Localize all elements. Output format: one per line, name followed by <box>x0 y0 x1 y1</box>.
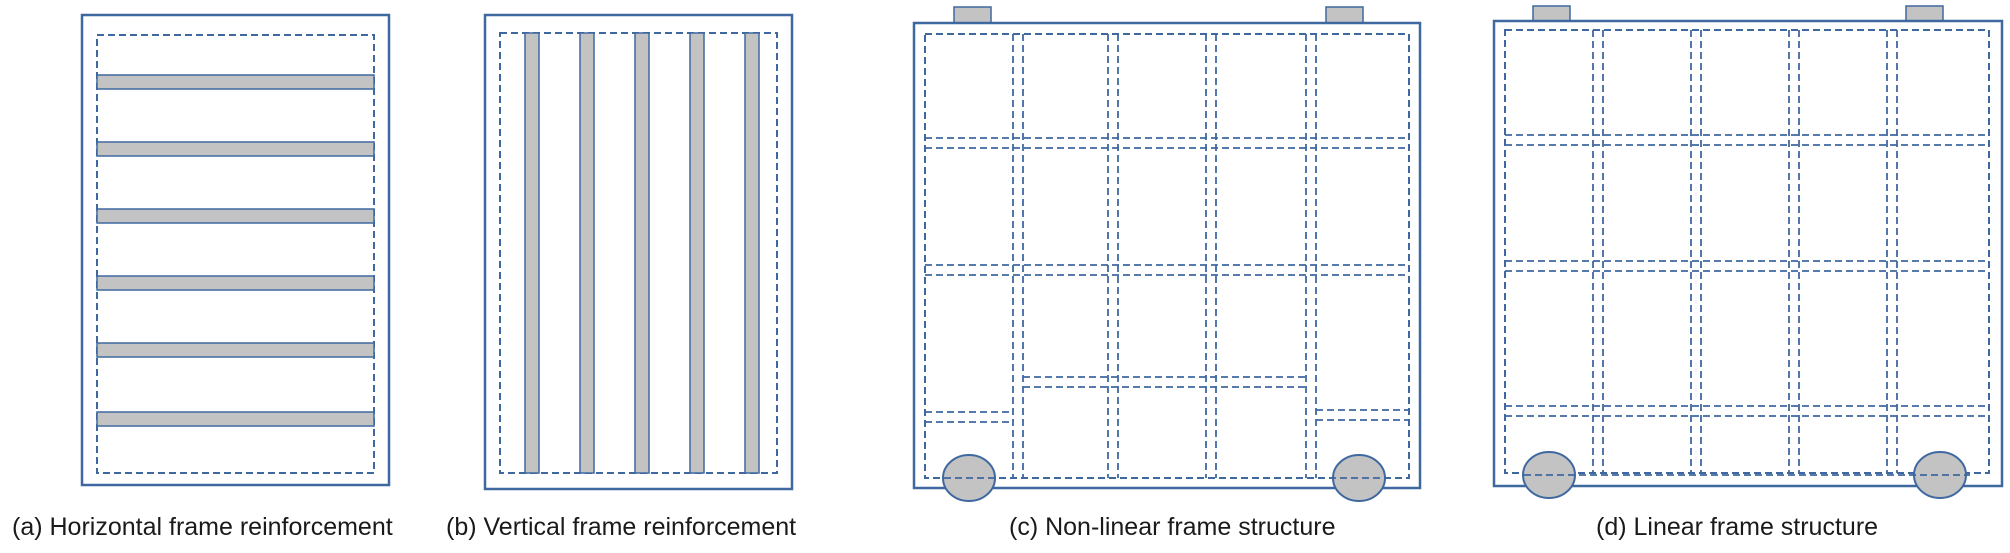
horizontal-bar <box>96 208 375 224</box>
panel-c-caption: (c) Non-linear frame structure <box>1009 513 1336 541</box>
panel-b-vertical-bars <box>524 32 760 474</box>
vertical-bar <box>634 32 650 474</box>
panel-d-outer-frame <box>1492 19 2004 488</box>
panel-d-lifting-lug-right <box>1905 5 1944 22</box>
vertical-bar <box>524 32 540 474</box>
vertical-bar <box>689 32 705 474</box>
panel-d-vertical-members <box>1592 30 1898 473</box>
panel-d-caption: (d) Linear frame structure <box>1596 513 1879 541</box>
panel-d-horizontal-members <box>1505 134 1989 417</box>
horizontal-bar <box>96 74 375 90</box>
panel-a-outer-frame <box>80 13 391 487</box>
panel-a-caption: (a) Horizontal frame reinforcement <box>12 513 393 541</box>
panel-c-lifting-lug-left <box>953 6 992 24</box>
panel-a-inner-dashed-frame <box>96 34 375 474</box>
panel-a-horizontal-bars <box>96 74 375 427</box>
panel-b-vertical-reinforcement <box>483 13 794 491</box>
panel-d-lifting-lug-left <box>1532 5 1571 22</box>
horizontal-bar <box>96 141 375 157</box>
panel-c-vertical-members <box>1012 34 1317 478</box>
horizontal-bar <box>96 411 375 427</box>
panel-c-lifting-lug-right <box>1325 6 1364 24</box>
panel-b-caption: (b) Vertical frame reinforcement <box>446 513 797 541</box>
panel-c-outer-frame <box>912 21 1422 490</box>
panel-d-linear-frame <box>1492 5 2004 499</box>
panel-c-horizontal-members <box>925 137 1409 423</box>
panel-b-outer-frame <box>483 13 794 491</box>
horizontal-bar <box>96 342 375 358</box>
panel-a-horizontal-reinforcement <box>80 13 391 487</box>
vertical-bar <box>579 32 595 474</box>
vertical-bar <box>744 32 760 474</box>
horizontal-bar <box>96 275 375 291</box>
panel-c-nonlinear-frame <box>912 6 1422 502</box>
panel-d-inner-dashed-frame <box>1504 29 1990 474</box>
